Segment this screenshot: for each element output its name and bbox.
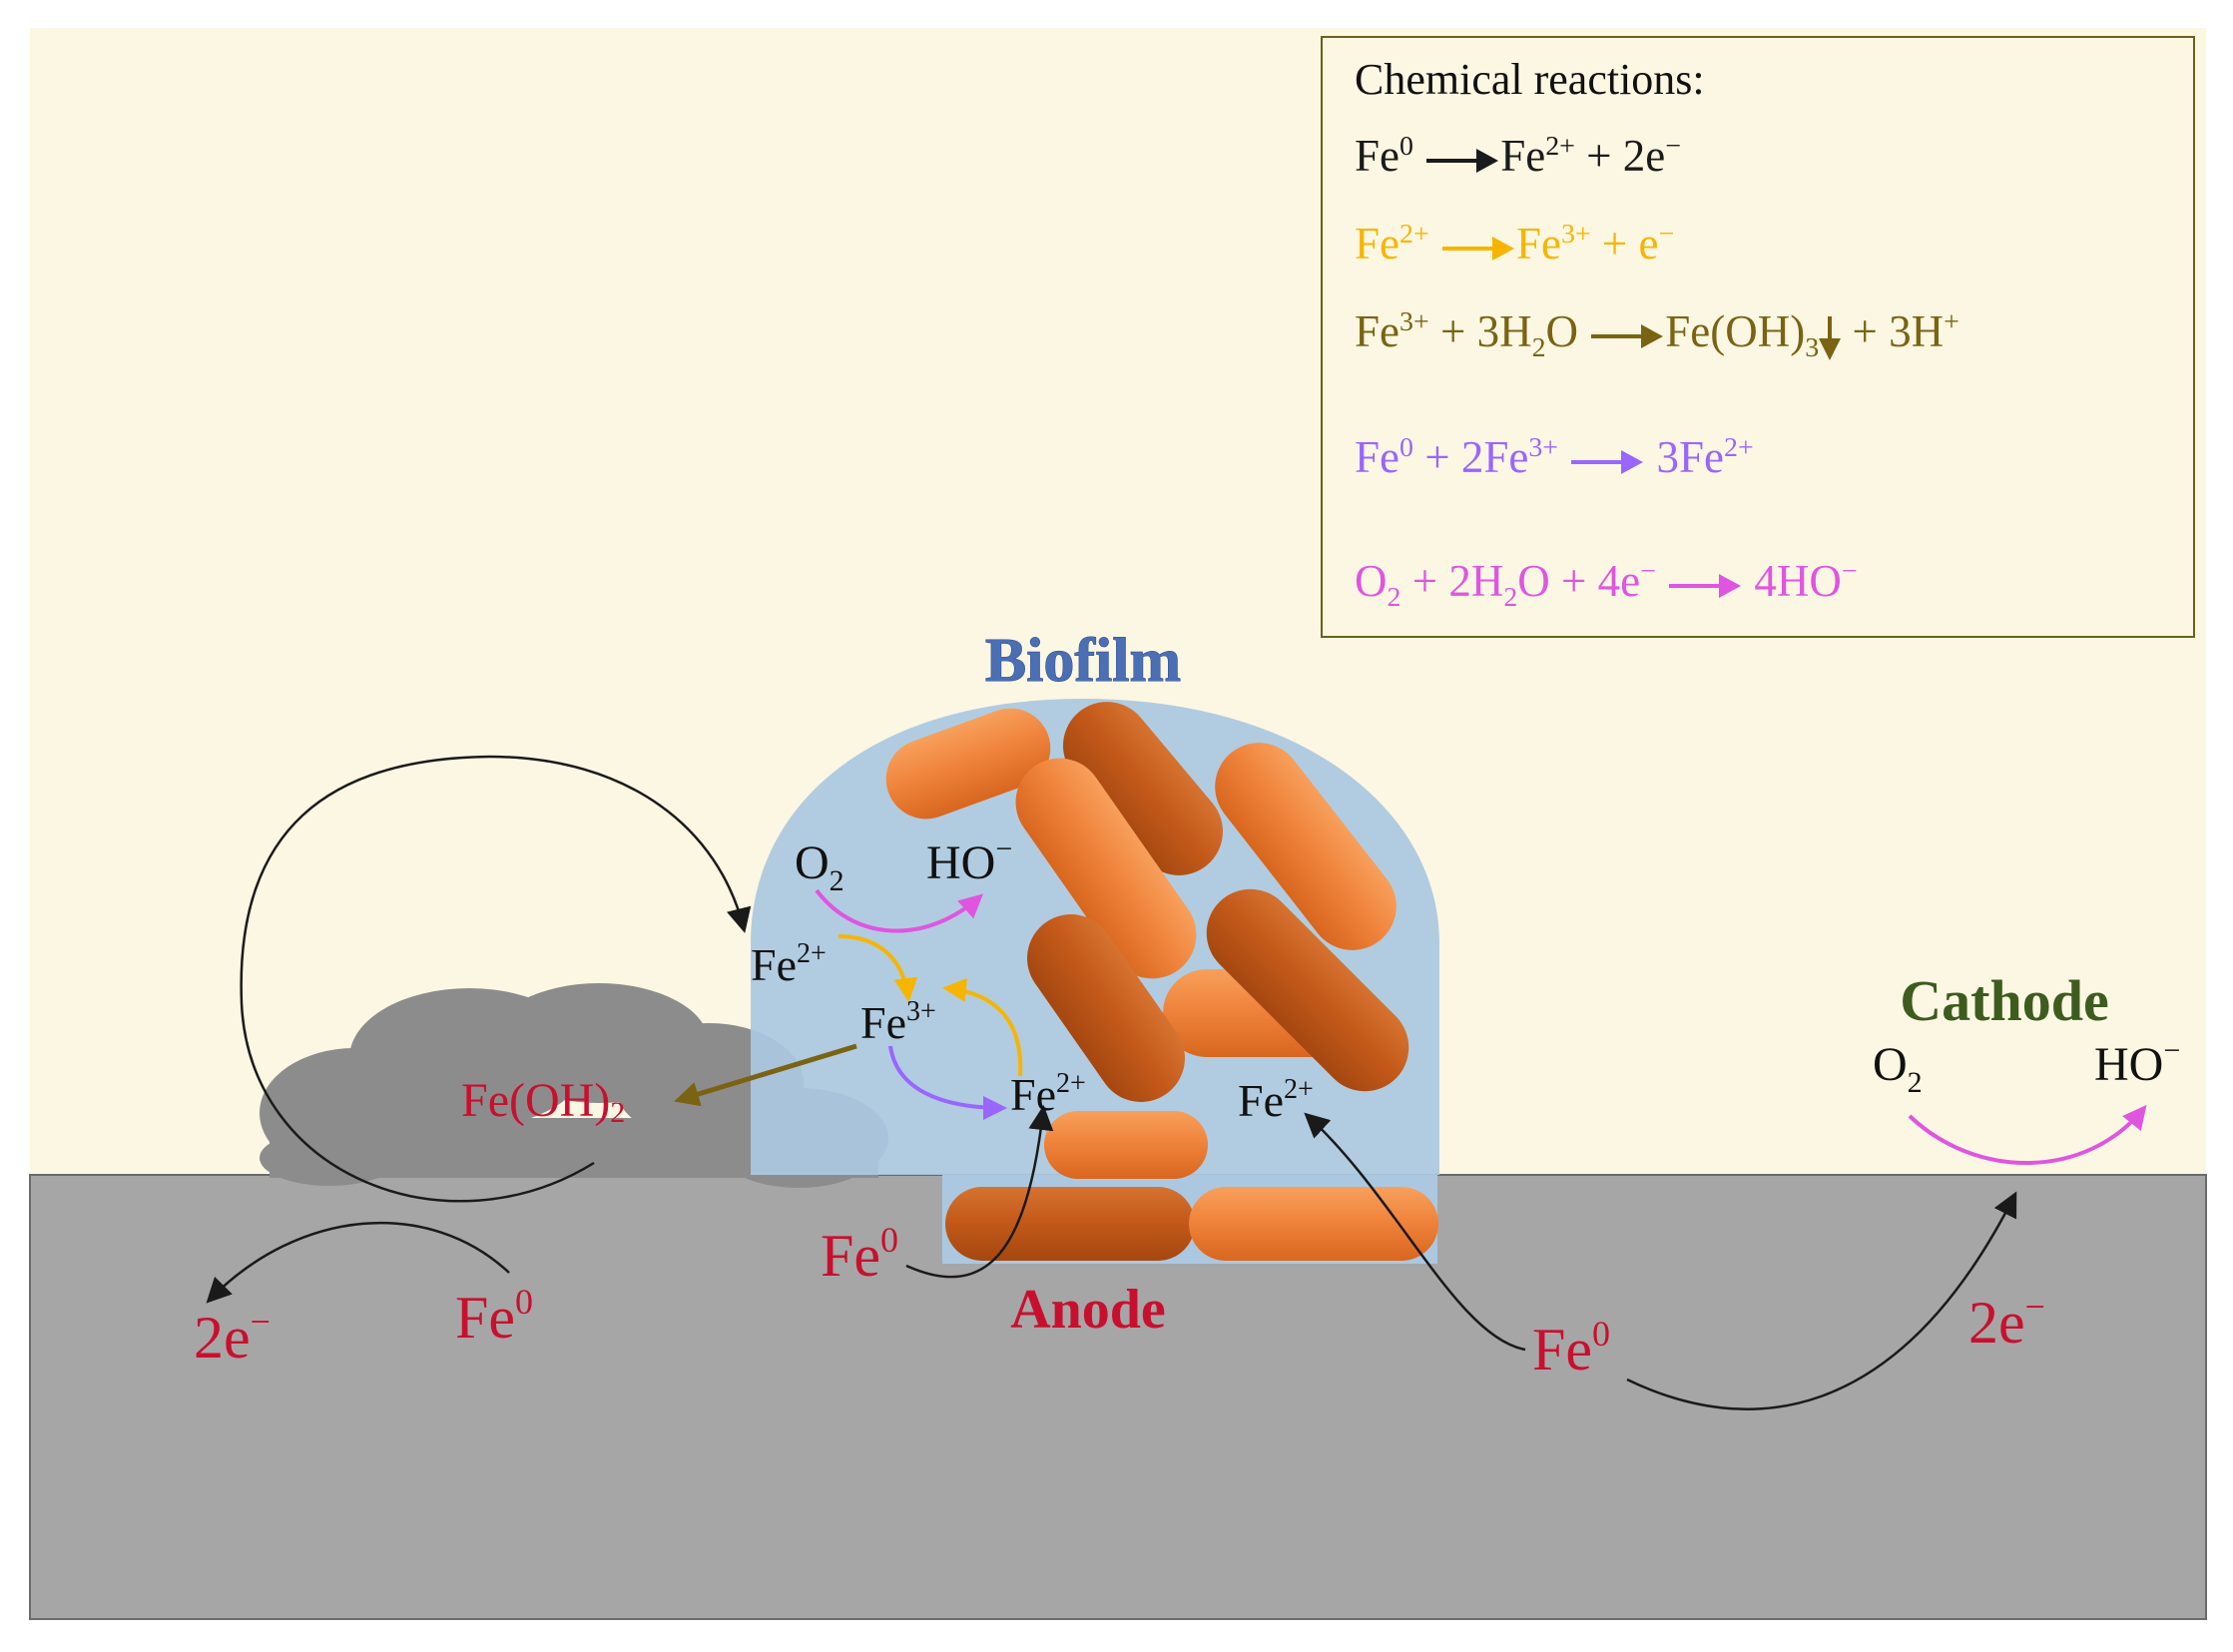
precipitate-down-arrow (1819, 316, 1842, 360)
fe3-to-fe2-arrow (888, 1045, 1007, 1120)
reaction-ferric-hydrolysis: Fe3+ + 3H2O Fe(OH)3 + 3H+ (1355, 306, 1959, 363)
reaction-iron-oxidation: Fe0 Fe2+ + 2e− (1355, 131, 1681, 181)
o2-cathode-label: O2 (1873, 1038, 1923, 1099)
fe0-to-electron-arrow-left (206, 1221, 510, 1304)
bacterium (945, 1187, 1195, 1261)
reaction-arrow (1669, 573, 1742, 598)
fe2-lower-label: Fe2+ (1010, 1068, 1086, 1120)
ho-biofilm-label: HO− (926, 832, 1012, 889)
fe3-mid-label: Fe3+ (860, 996, 936, 1048)
fe0-to-fe2-arrow-right (1304, 1112, 1526, 1352)
electrons-right-label: 2e− (1968, 1287, 2045, 1356)
bacterium (1215, 743, 1396, 950)
biofilm-label: Biofilm (985, 627, 1181, 695)
reaction-arrow (1441, 236, 1514, 261)
fe3-hydrolysis-arrow (674, 1043, 857, 1107)
bacterium (1027, 914, 1185, 1102)
reaction-arrow (1426, 148, 1499, 173)
reactions-legend: Chemical reactions: Fe0 Fe2+ + 2e− Fe2+ … (1321, 36, 2195, 638)
loop-arrow (240, 755, 752, 1203)
legend-title: Chemical reactions: (1355, 55, 1705, 104)
oxygen-reduction-arrow-biofilm (815, 888, 983, 933)
fe3-reduction-arrow (942, 977, 1023, 1077)
bacterium (885, 708, 1051, 820)
bacterium (1189, 1187, 1438, 1261)
fe0-to-electron-arrow-right (1626, 1191, 2017, 1410)
bacterium (1063, 702, 1223, 875)
fe0-to-fe2-arrow-center (905, 1105, 1054, 1279)
fe0-center-label: Fe0 (821, 1220, 898, 1289)
reaction-oxygen-reduction: O2 + 2H2O + 4e− 4HO− (1355, 556, 1858, 613)
oxygen-reduction-arrow-cathode (1908, 1104, 2147, 1165)
reaction-arrow (1591, 323, 1664, 348)
bacterium (1206, 888, 1409, 1092)
reaction-ferrous-oxidation: Fe2+ Fe3+ + e− (1355, 219, 1675, 269)
bacterium (1015, 758, 1197, 979)
reaction-comproportionation: Fe0 + 2Fe3+ 3Fe2+ (1355, 432, 1754, 482)
reaction-arrow (1571, 449, 1644, 474)
feoh2-label: Fe(OH)2 (461, 1074, 625, 1129)
o2-biofilm-label: O2 (795, 836, 844, 897)
bacteria-cluster (885, 702, 1438, 1261)
ho-cathode-label: HO− (2094, 1034, 2180, 1091)
anode-label: Anode (1010, 1279, 1166, 1341)
fe2-right-label: Fe2+ (1238, 1074, 1314, 1126)
fe2-oxidation-arrow (837, 934, 918, 1002)
fe0-right-label: Fe0 (1532, 1314, 1610, 1382)
cathode-label: Cathode (1900, 968, 2108, 1033)
fe0-left-label: Fe0 (455, 1282, 533, 1351)
fe2-upper-label: Fe2+ (751, 938, 827, 990)
bacterium (1044, 1111, 1208, 1179)
electrons-left-label: 2e− (194, 1302, 271, 1371)
